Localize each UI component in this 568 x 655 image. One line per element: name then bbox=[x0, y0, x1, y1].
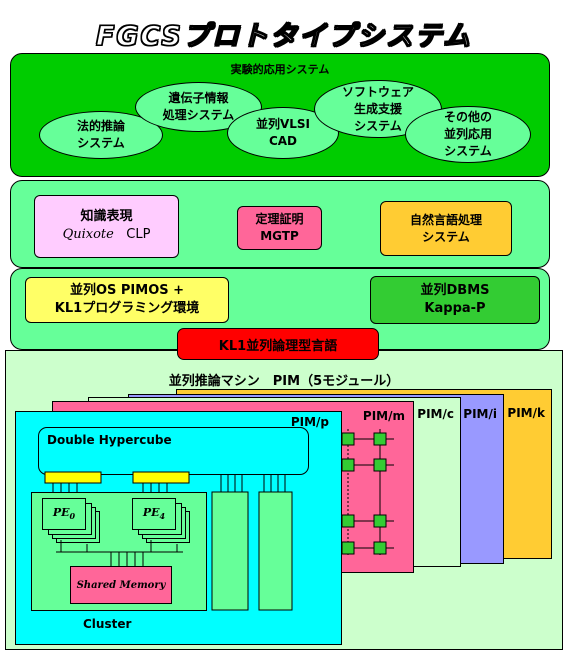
quixote-label: Quixote bbox=[62, 227, 114, 242]
page-title: FGCSプロトタイプシステム bbox=[95, 20, 473, 52]
theorem-proving-label: 定理証明 MGTP bbox=[255, 212, 304, 243]
knowledge-subtitle: Quixote CLP bbox=[63, 225, 151, 245]
nlp-label: 自然言語処理 システム bbox=[409, 212, 482, 244]
kappa-p-box: 並列DBMS Kappa-P bbox=[370, 276, 540, 324]
pim-c-label: PIM/c bbox=[417, 407, 454, 421]
pe0-subscript: 0 bbox=[69, 511, 76, 522]
pe4-label: PE4 bbox=[143, 506, 165, 521]
shared-memory-box: Shared Memory bbox=[70, 566, 172, 604]
kl1-label: KL1並列論理型言語 bbox=[218, 338, 338, 354]
pe0-box: PE0 bbox=[42, 498, 86, 530]
pim-k-label: PIM/k bbox=[507, 406, 545, 420]
kappa-p-label: 並列DBMS Kappa-P bbox=[420, 283, 490, 316]
shared-memory-bus bbox=[56, 540, 183, 566]
pimos-box: 並列OS PIMOS + KL1プログラミング環境 bbox=[25, 277, 229, 323]
app-software-generation-label: ソフトウェア 生成支援 システム bbox=[341, 84, 414, 133]
pim-machine-label: 並列推論マシン PIM（5モジュール） bbox=[168, 374, 400, 389]
kl1-language-box: KL1並列論理型言語 bbox=[177, 328, 379, 360]
pim-i-label: PIM/i bbox=[463, 407, 497, 421]
pim-p-interconnect bbox=[44, 471, 293, 611]
pe0-label: PE0 bbox=[53, 506, 75, 521]
double-hypercube-box: Double Hypercube bbox=[38, 427, 309, 475]
application-layer-label: 実験的応用システム bbox=[230, 63, 330, 76]
app-other-parallel: その他の 並列応用 システム bbox=[405, 106, 531, 163]
theorem-proving-box: 定理証明 MGTP bbox=[237, 206, 322, 250]
shared-memory-label: Shared Memory bbox=[76, 579, 166, 591]
app-legal-reasoning-label: 法的推論 システム bbox=[76, 119, 125, 150]
app-parallel-vlsi-cad-label: 並列VLSI CAD bbox=[255, 117, 311, 148]
clp-label: CLP bbox=[126, 227, 151, 242]
nlp-box: 自然言語処理 システム bbox=[380, 201, 512, 256]
pim-m-mesh bbox=[336, 429, 394, 555]
pimos-label: 並列OS PIMOS + KL1プログラミング環境 bbox=[54, 283, 200, 316]
pe4-text: PE bbox=[142, 506, 160, 520]
knowledge-title: 知識表現 bbox=[80, 209, 133, 224]
pim-m-label: PIM/m bbox=[362, 409, 405, 423]
pim-p-label: PIM/p bbox=[290, 415, 329, 429]
pe4-box: PE4 bbox=[132, 498, 176, 530]
pe4-subscript: 4 bbox=[159, 511, 166, 522]
knowledge-representation-box: 知識表現 Quixote CLP bbox=[34, 195, 179, 258]
app-other-parallel-label: その他の 並列応用 システム bbox=[443, 110, 492, 158]
app-genome-processing-label: 遺伝子情報 処理システム bbox=[162, 91, 235, 122]
double-hypercube-label: Double Hypercube bbox=[47, 433, 172, 447]
cluster-label: Cluster bbox=[83, 617, 132, 631]
pe0-text: PE bbox=[52, 506, 70, 520]
